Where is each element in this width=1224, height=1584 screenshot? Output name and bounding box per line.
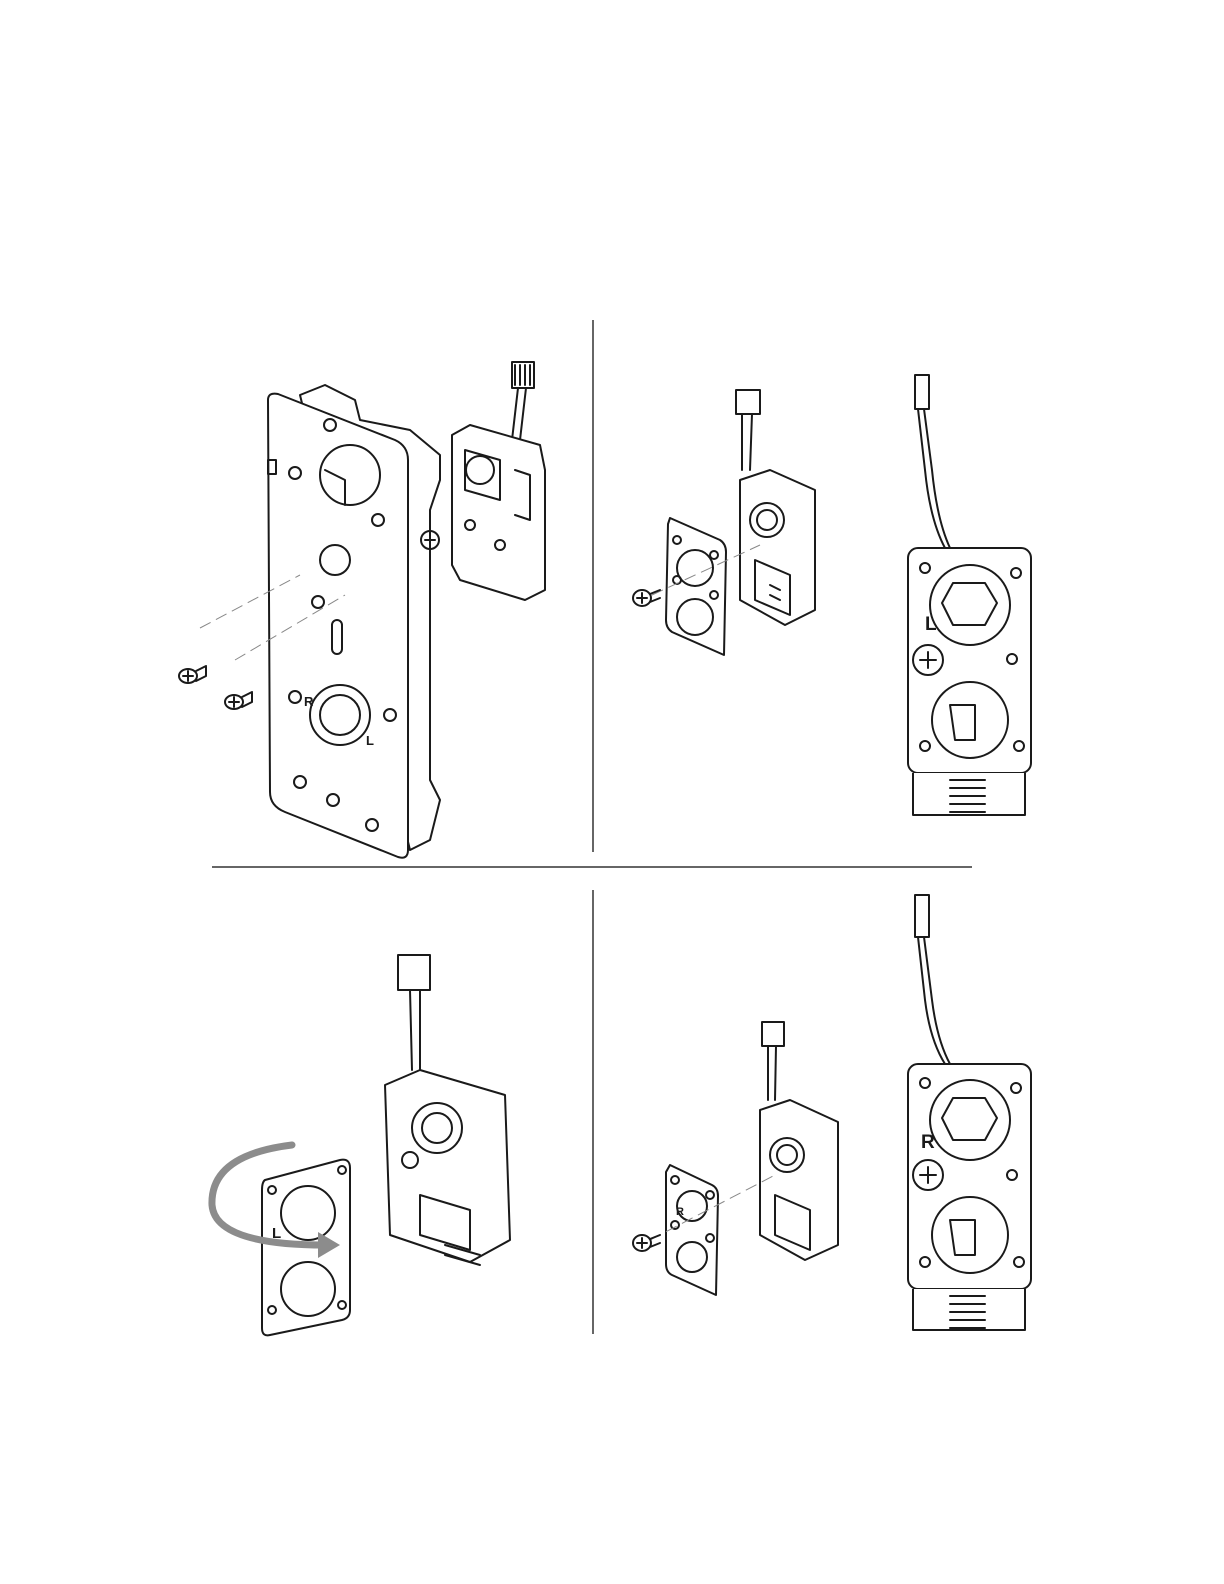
chassis-label-l: L <box>366 733 374 748</box>
screw-icon <box>225 692 252 709</box>
chassis-label-r: R <box>304 694 314 709</box>
panel-2-front-view: L <box>908 375 1031 815</box>
panel-4-module <box>760 1022 838 1260</box>
plate-label-r: R <box>676 1206 684 1218</box>
chassis-front-plate <box>268 394 408 858</box>
panel-4-front-view: R <box>908 895 1031 1330</box>
panel-3-module <box>385 955 510 1265</box>
panel-4-spacer-plate: R <box>666 1165 718 1295</box>
panel-2-module <box>736 390 815 625</box>
panel-1-chassis-removal: R L <box>268 385 440 858</box>
screw-icon <box>633 590 660 606</box>
screw-icon <box>633 1235 660 1251</box>
hub-label-l: L <box>925 614 937 635</box>
panel-2-spacer-plate <box>666 518 726 655</box>
screw-icon <box>179 666 206 683</box>
panel-1-hub-module <box>452 362 545 600</box>
hub-label-r: R <box>921 1132 935 1153</box>
